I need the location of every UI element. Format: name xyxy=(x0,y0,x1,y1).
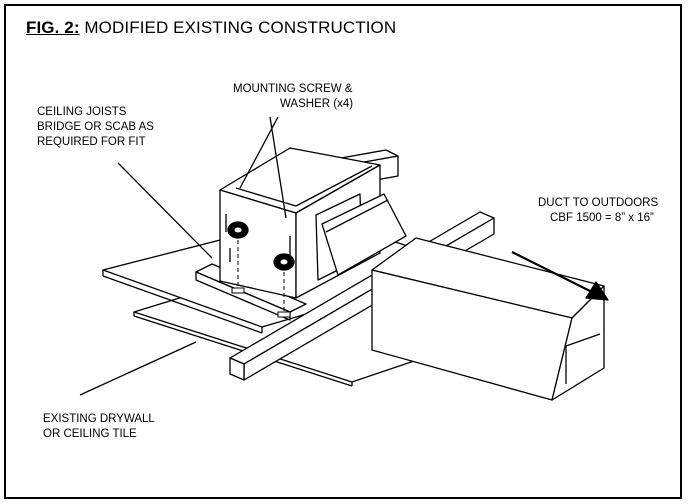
ceiling-joists-label: CEILING JOISTS BRIDGE OR SCAB AS REQUIRE… xyxy=(37,105,154,150)
drywall-label: EXISTING DRYWALL OR CEILING TILE xyxy=(43,412,155,442)
mounting-screw-label-line1: MOUNTING SCREW & xyxy=(233,83,353,95)
leader-ceiling-joists xyxy=(117,162,213,259)
arrow-right-icon xyxy=(511,251,609,301)
duct-label-line1: DUCT TO OUTDOORS xyxy=(538,197,659,209)
leader-mounting-screw-2 xyxy=(269,116,287,219)
damper-outlet xyxy=(315,193,407,281)
drywall-label-line1: EXISTING DRYWALL xyxy=(43,413,155,425)
leader-drywall xyxy=(79,341,197,396)
ceiling-joists-label-line2: BRIDGE OR SCAB AS xyxy=(37,121,154,133)
figure-title-text: MODIFIED EXISTING CONSTRUCTION xyxy=(84,18,397,37)
figure-title: FIG. 2: MODIFIED EXISTING CONSTRUCTION xyxy=(26,18,396,38)
washer-icon xyxy=(273,253,295,271)
duct-label-line2: CBF 1500 = 8” x 16” xyxy=(550,212,654,224)
mounting-screw-label-line2: WASHER (x4) xyxy=(280,98,354,110)
ceiling-joists-label-line3: REQUIRED FOR FIT xyxy=(37,136,146,148)
mounting-screw-label: MOUNTING SCREW & WASHER (x4) xyxy=(233,82,353,112)
duct-label: DUCT TO OUTDOORS CBF 1500 = 8” x 16” xyxy=(538,196,658,226)
ceiling-joists-label-line1: CEILING JOISTS xyxy=(37,106,127,118)
figure-number: FIG. 2: xyxy=(26,18,80,37)
duct xyxy=(371,237,605,401)
drywall-label-line2: OR CEILING TILE xyxy=(43,428,137,440)
washer-icon xyxy=(227,221,249,239)
